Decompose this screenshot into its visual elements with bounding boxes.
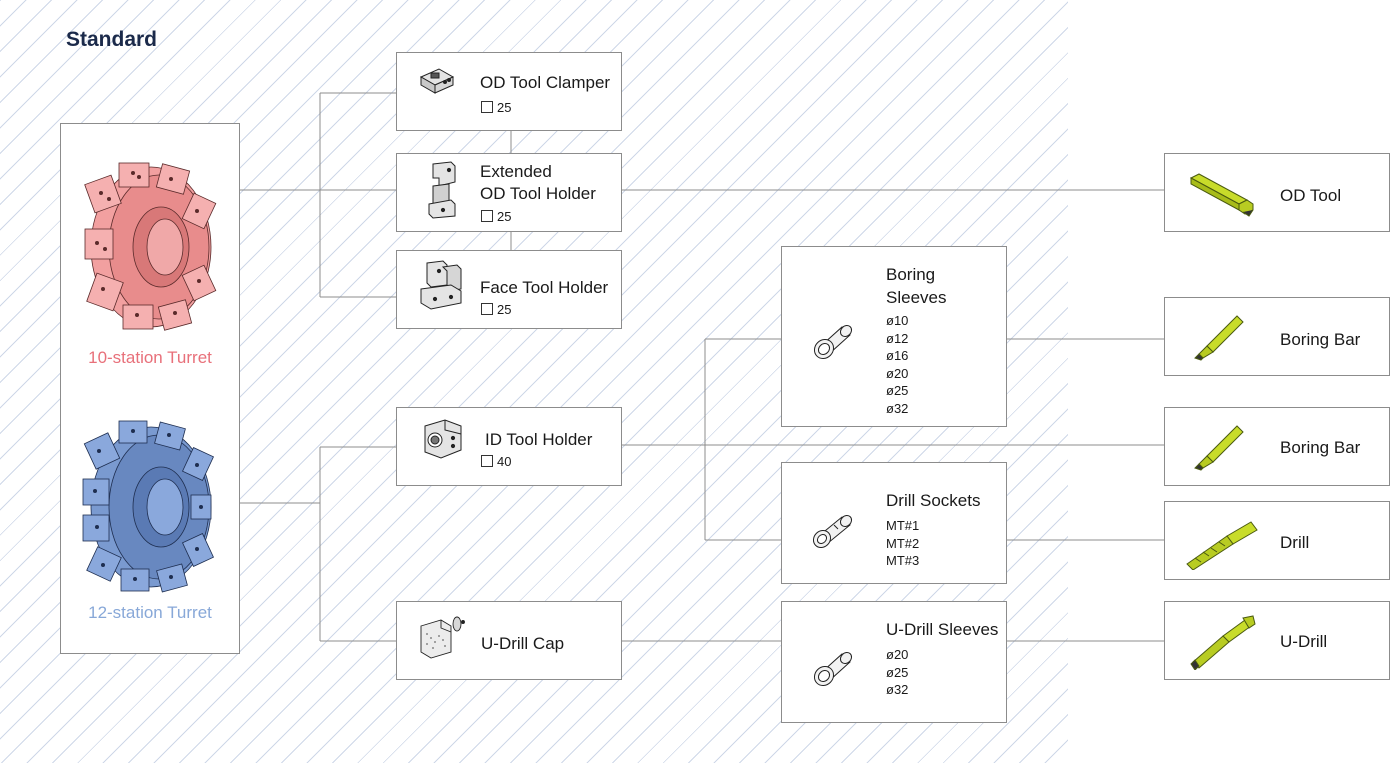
- od-tool-clamper-box: OD Tool Clamper 25: [396, 52, 622, 131]
- od-tool-clamper-label: OD Tool Clamper: [480, 73, 611, 92]
- extended-holder-label-line2: OD Tool Holder: [480, 184, 596, 203]
- boring-bar-icon: [1194, 425, 1244, 471]
- boring-sleeves-label-line2: Sleeves: [886, 288, 947, 307]
- size-item: MT#1: [886, 518, 920, 533]
- boring-bar-box-2: Boring Bar: [1164, 407, 1390, 486]
- od-tool-label: OD Tool: [1280, 186, 1342, 205]
- udrill-box: U-Drill: [1164, 601, 1390, 680]
- extended-holder-icon: [428, 161, 456, 219]
- sleeve-icon: [813, 324, 853, 360]
- square-size-icon: [481, 455, 493, 467]
- square-size-icon: [481, 303, 493, 315]
- boring-bar-box-1: Boring Bar: [1164, 297, 1390, 376]
- boring-sleeves-label-line1: Boring: [886, 265, 936, 284]
- size-value: 40: [497, 454, 512, 469]
- drill-label: Drill: [1280, 533, 1310, 552]
- size-item: ø20: [886, 365, 909, 381]
- udrill-sleeves-sizes: ø20 ø25 ø32: [886, 646, 908, 699]
- od-tool-box: OD Tool: [1164, 153, 1390, 232]
- od-tool-icon: [1189, 173, 1254, 217]
- extended-holder-size: 25: [481, 208, 511, 225]
- size-item: ø20: [886, 647, 909, 662]
- size-value: 25: [497, 100, 512, 115]
- udrill-cap-icon: [420, 616, 465, 659]
- face-holder-label: Face Tool Holder: [480, 278, 609, 297]
- id-holder-label: ID Tool Holder: [485, 430, 593, 449]
- id-holder-icon: [424, 419, 462, 459]
- size-item: ø32: [886, 682, 909, 697]
- turret-10-label: 10-station Turret: [88, 348, 212, 367]
- udrill-sleeves-label: U-Drill Sleeves: [886, 620, 999, 639]
- drill-icon: [1186, 521, 1258, 570]
- square-size-icon: [481, 210, 493, 222]
- size-item: ø25: [886, 664, 909, 680]
- turret-panel: 10-station Turret: [60, 123, 240, 654]
- drill-box: Drill: [1164, 501, 1390, 580]
- face-holder-icon: [420, 260, 462, 310]
- page-title: Standard: [66, 28, 158, 51]
- boring-sleeves-sizes: ø10 ø12 ø16 ø20 ø25 ø32: [886, 312, 908, 417]
- size-value: 25: [497, 209, 512, 224]
- extended-holder-label-line1: Extended: [480, 162, 552, 181]
- id-tool-holder-box: ID Tool Holder 40: [396, 407, 622, 486]
- size-item: ø16: [886, 348, 909, 363]
- boring-bar-icon: [1194, 315, 1244, 361]
- udrill-cap-box: U-Drill Cap: [396, 601, 622, 680]
- square-size-icon: [481, 101, 493, 113]
- udrill-sleeve-icon: [813, 651, 853, 687]
- size-item: ø10: [886, 313, 909, 328]
- udrill-icon: [1190, 615, 1256, 670]
- size-item: ø12: [886, 330, 909, 346]
- size-item: ø25: [886, 383, 909, 398]
- drill-sockets-box: Drill Sockets MT#1 MT#2 MT#3: [781, 462, 1007, 584]
- od-tool-clamper-size: 25: [481, 99, 511, 116]
- size-item: MT#2: [886, 535, 920, 551]
- size-value: 25: [497, 302, 512, 317]
- turret-12-label: 12-station Turret: [88, 603, 212, 622]
- boring-bar-label-2: Boring Bar: [1280, 438, 1361, 457]
- id-holder-size: 40: [481, 453, 511, 470]
- udrill-sleeves-box: U-Drill Sleeves ø20 ø25 ø32: [781, 601, 1007, 723]
- size-item: ø32: [886, 400, 909, 416]
- extended-od-tool-holder-box: Extended OD Tool Holder 25: [396, 153, 622, 232]
- drill-sockets-sizes: MT#1 MT#2 MT#3: [886, 517, 919, 570]
- size-item: MT#3: [886, 553, 920, 568]
- face-holder-size: 25: [481, 301, 511, 318]
- udrill-cap-label: U-Drill Cap: [481, 634, 565, 653]
- tool-clamper-icon: [419, 68, 455, 94]
- turret-12-station-icon: [82, 420, 214, 593]
- socket-icon: [812, 514, 853, 549]
- face-tool-holder-box: Face Tool Holder 25: [396, 250, 622, 329]
- turret-10-station-icon: [84, 162, 217, 331]
- drill-sockets-label: Drill Sockets: [886, 491, 981, 510]
- boring-sleeves-box: Boring Sleeves ø10 ø12 ø16 ø20 ø25 ø32: [781, 246, 1007, 427]
- boring-bar-label-1: Boring Bar: [1280, 330, 1361, 349]
- udrill-label: U-Drill: [1280, 632, 1328, 651]
